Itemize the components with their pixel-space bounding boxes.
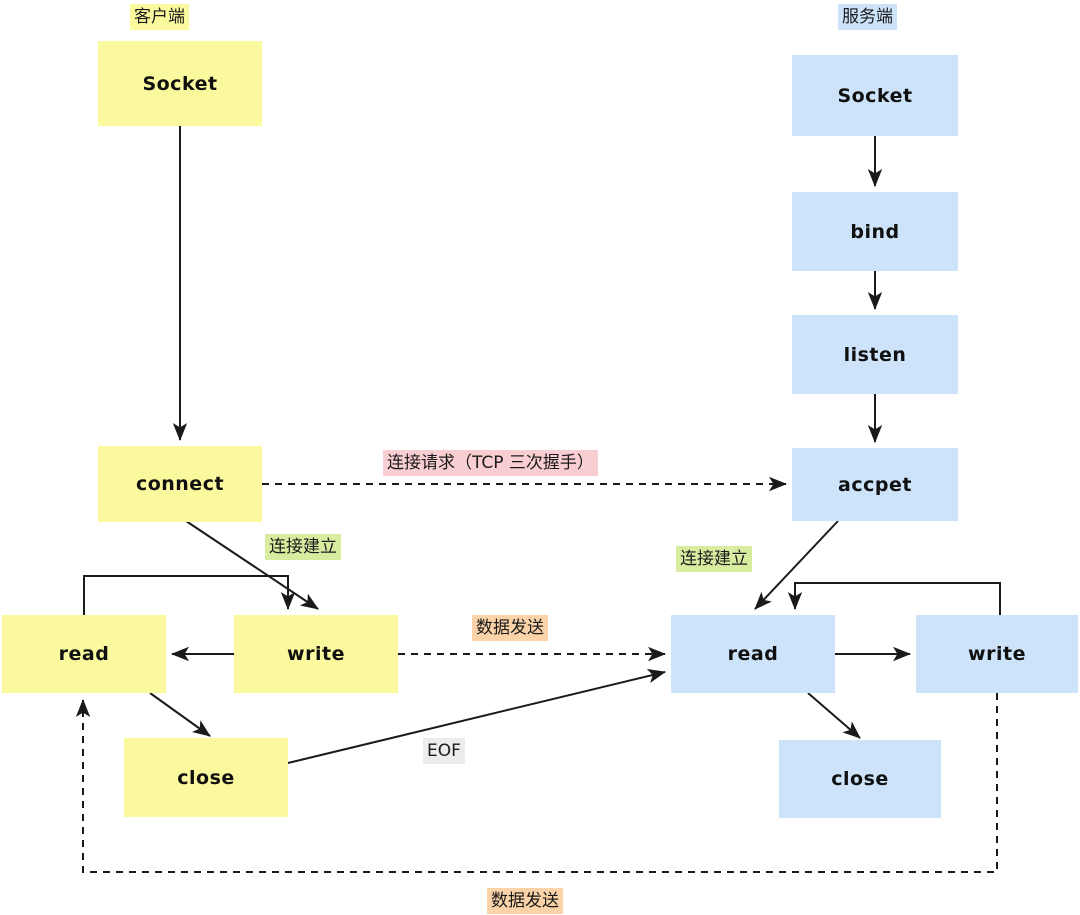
- edge-label-data-send-bottom: 数据发送: [487, 888, 563, 914]
- edge-label-data-send-top: 数据发送: [472, 615, 548, 641]
- server-title: 服务端: [838, 4, 897, 30]
- node-server-accept[interactable]: accpet: [792, 448, 958, 521]
- node-client-close[interactable]: close: [124, 738, 288, 817]
- edge-client-read-to-close: [149, 692, 211, 737]
- edge-server-write-loop-to-read: [787, 582, 1001, 615]
- edge-client-read-loop-to-write: [83, 575, 296, 615]
- node-client-read[interactable]: read: [2, 615, 166, 693]
- edge-label-established-client: 连接建立: [265, 534, 341, 560]
- edge-label-eof: EOF: [423, 738, 465, 764]
- client-title: 客户端: [130, 4, 189, 30]
- edge-server-read-to-close: [807, 692, 861, 739]
- node-client-write[interactable]: write: [234, 615, 398, 693]
- node-server-close[interactable]: close: [779, 740, 941, 818]
- node-server-socket[interactable]: Socket: [792, 55, 958, 136]
- node-server-read[interactable]: read: [671, 615, 835, 693]
- node-server-listen[interactable]: listen: [792, 315, 958, 394]
- edge-label-established-server: 连接建立: [676, 546, 752, 572]
- node-client-socket[interactable]: Socket: [98, 41, 262, 126]
- node-server-write[interactable]: write: [916, 615, 1078, 693]
- node-client-connect[interactable]: connect: [98, 446, 262, 522]
- edge-label-handshake: 连接请求（TCP 三次握手）: [383, 450, 598, 476]
- edge-accept-to-server-read: [754, 520, 839, 610]
- node-server-bind[interactable]: bind: [792, 192, 958, 271]
